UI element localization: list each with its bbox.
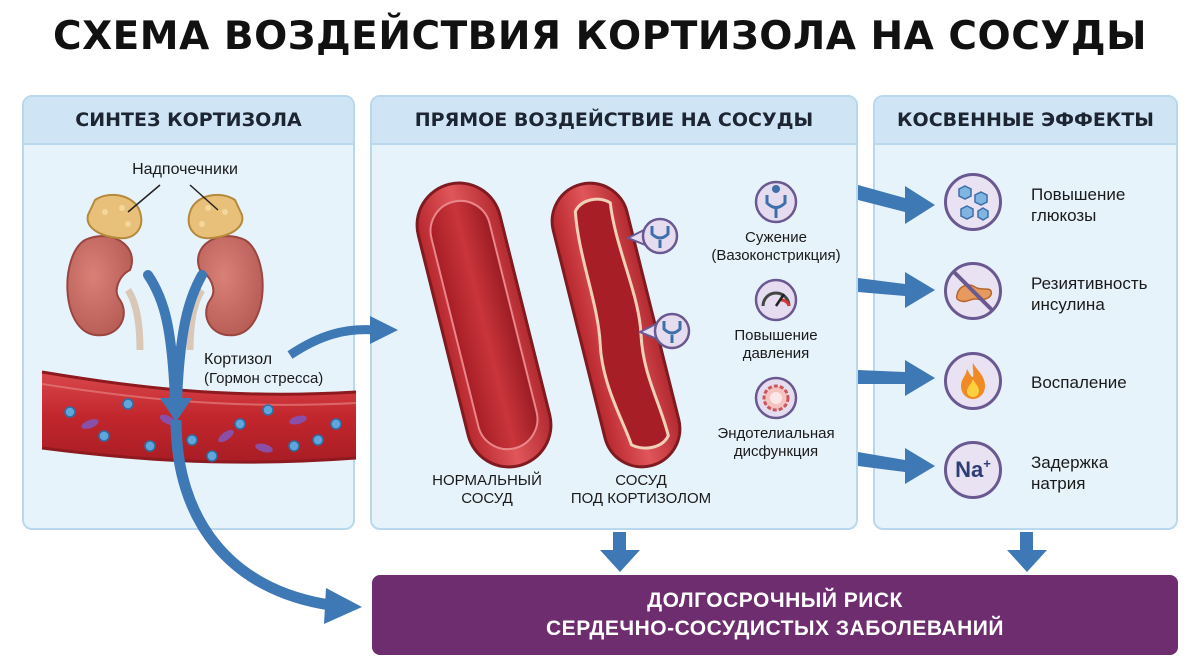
glucose-molecules-icon <box>944 173 1002 231</box>
panel-header-indirect: КОСВЕННЫЕ ЭФФЕКТЫ <box>875 97 1176 145</box>
cortisol-vessel <box>550 181 682 469</box>
receptor-icon <box>754 180 798 224</box>
cortisol-sublabel: (Гормон стресса) <box>204 370 324 387</box>
receptor-bubble-lower <box>637 312 691 350</box>
cortisol-vessel-label: СОСУД ПОД КОРТИЗОЛОМ <box>570 472 712 507</box>
cortisol-label: Кортизол <box>204 351 273 368</box>
effect-vasoconstriction-label: Сужение (Вазоконстрикция) <box>711 229 841 264</box>
sodium-symbol: Na <box>955 457 984 482</box>
effect-endothelial-label: Эндотелиальная дисфункция <box>717 425 835 460</box>
sodium-charge: + <box>983 455 991 471</box>
effect-insulin-label: Резиятивность инсулина <box>1031 274 1148 315</box>
receptor-bubble-upper <box>625 217 679 255</box>
down-arrow-direct <box>600 532 640 572</box>
normal-vessel <box>415 181 553 469</box>
risk-line-1: ДОЛГОСРОЧНЫЙ РИСК <box>647 588 903 612</box>
sodium-icon: Na+ <box>944 441 1002 499</box>
to-risk-arrowhead <box>324 588 362 624</box>
to-direct-arrowhead <box>370 316 398 344</box>
endothelium-ring-icon <box>754 376 798 420</box>
left-kidney-adrenal <box>66 193 144 351</box>
adrenals-label: Надпочечники <box>132 161 238 178</box>
panel-header-synthesis: СИНТЕЗ КОРТИЗОЛА <box>24 97 353 145</box>
effect-inflammation-label: Воспаление <box>1031 373 1127 392</box>
down-arrow-indirect <box>1007 532 1047 572</box>
to-direct-arrow <box>287 325 376 359</box>
cortisol-release-arrowhead <box>160 398 192 422</box>
normal-vessel-label: НОРМАЛЬНЫЙ СОСУД <box>432 472 542 507</box>
page-title: СХЕМА ВОЗДЕЙСТВИЯ КОРТИЗОЛА НА СОСУДЫ <box>52 14 1148 59</box>
to-risk-arrow <box>170 419 331 611</box>
cardiovascular-risk-box: ДОЛГОСРОЧНЫЙ РИСК СЕРДЕЧНО-СОСУДИСТЫХ ЗА… <box>372 575 1178 655</box>
adrenals-pointer-line <box>127 184 219 213</box>
pressure-gauge-icon <box>754 278 798 322</box>
panel-indirect-effects: КОСВЕННЫЕ ЭФФЕКТЫ <box>873 95 1178 530</box>
risk-line-2: СЕРДЕЧНО-СОСУДИСТЫХ ЗАБОЛЕВАНИЙ <box>546 617 1004 640</box>
panel-header-direct: ПРЯМОЕ ВОЗДЕЙСТВИЕ НА СОСУДЫ <box>372 97 856 145</box>
cortisol-release-arrow <box>143 270 207 405</box>
blood-cells <box>64 398 342 462</box>
pancreas-crossed-icon <box>944 262 1002 320</box>
right-kidney-adrenal <box>186 193 264 351</box>
effect-pressure-label: Повышение давления <box>734 327 818 362</box>
effect-sodium-label: Задержка натрия <box>1031 453 1109 494</box>
indirect-arrows <box>858 185 935 484</box>
flame-icon <box>944 352 1002 410</box>
effect-glucose-label: Повышение глюкозы <box>1031 185 1126 226</box>
